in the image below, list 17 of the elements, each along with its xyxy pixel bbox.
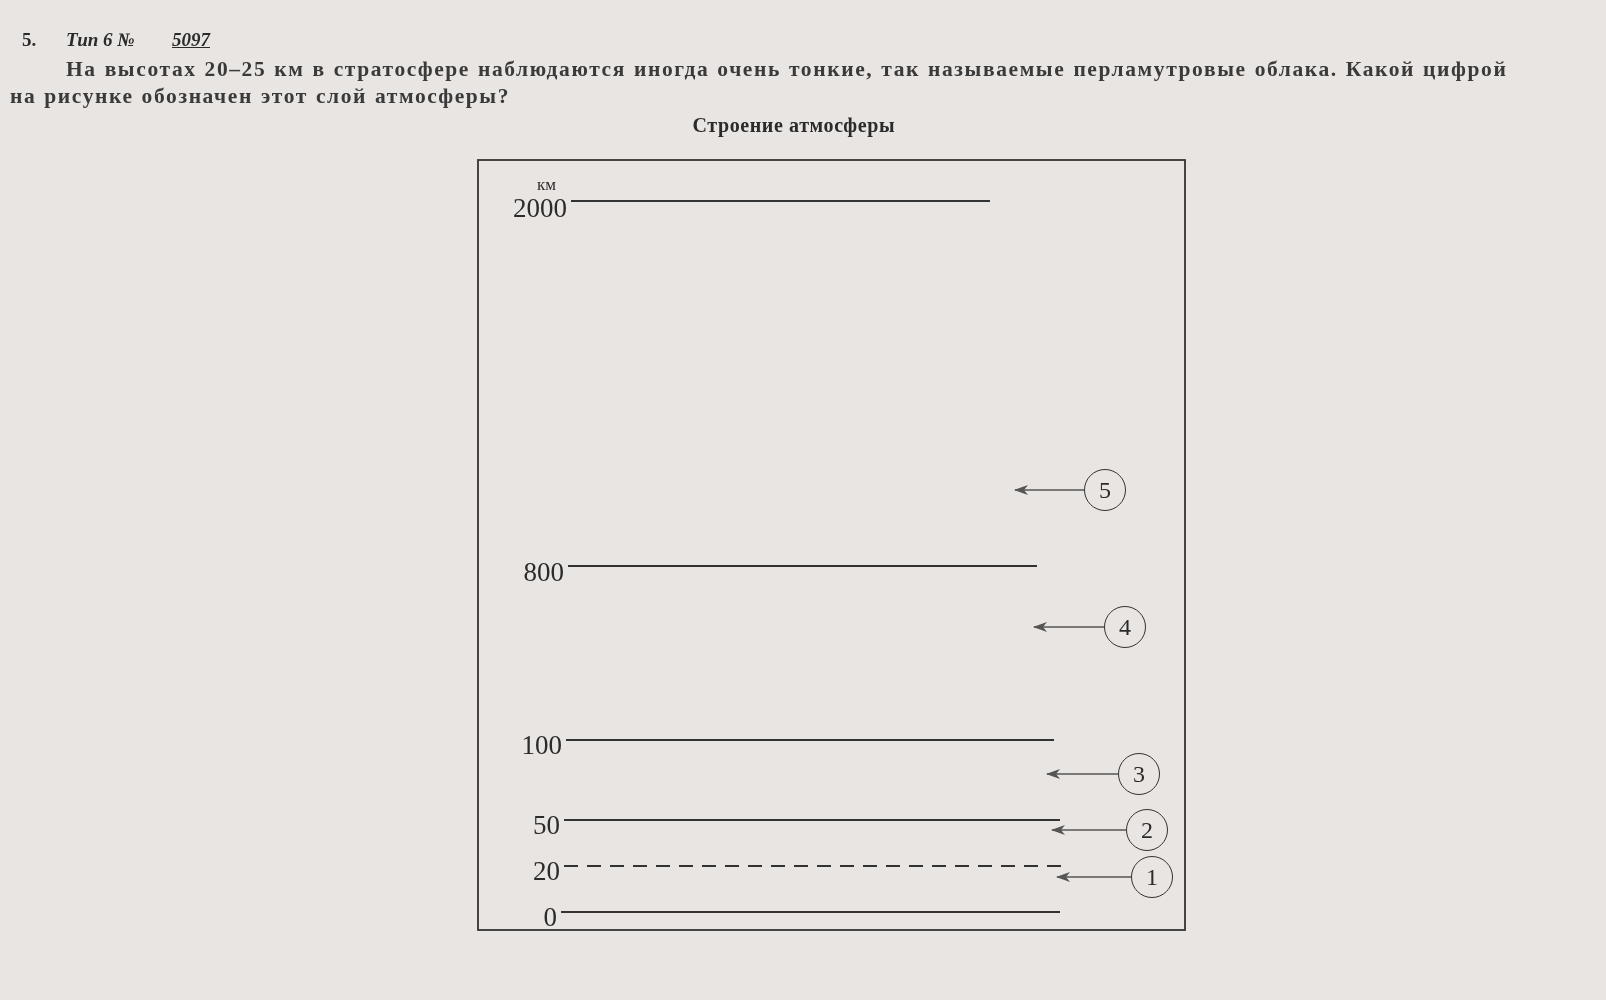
altitude-label: 800 [523, 558, 564, 586]
altitude-label: 0 [543, 903, 557, 931]
altitude-label: 20 [533, 857, 560, 885]
altitude-label: 100 [521, 731, 562, 759]
altitude-label: 2000 [513, 194, 567, 222]
leader-arrow [1051, 825, 1127, 835]
question-number: 5. [22, 29, 37, 52]
altitude-label: 50 [533, 811, 560, 839]
task-link: 5097 [172, 29, 210, 52]
leader-arrow [1056, 872, 1132, 882]
diagram-title: Строение атмосферы [692, 113, 896, 137]
leader-arrow [1033, 622, 1105, 632]
leader-arrow [1046, 769, 1119, 779]
leader-arrow [1014, 485, 1085, 495]
unit-label: км [536, 176, 556, 193]
task-type: Тип 6 № [66, 29, 135, 52]
question-text: На высотах 20–25 км в стратосфере наблюдаются иногда очень тонкие, так называемые перламутровые облака. Какой цифрой на рисунке обозначен этот слой атмосферы? [10, 56, 1509, 110]
